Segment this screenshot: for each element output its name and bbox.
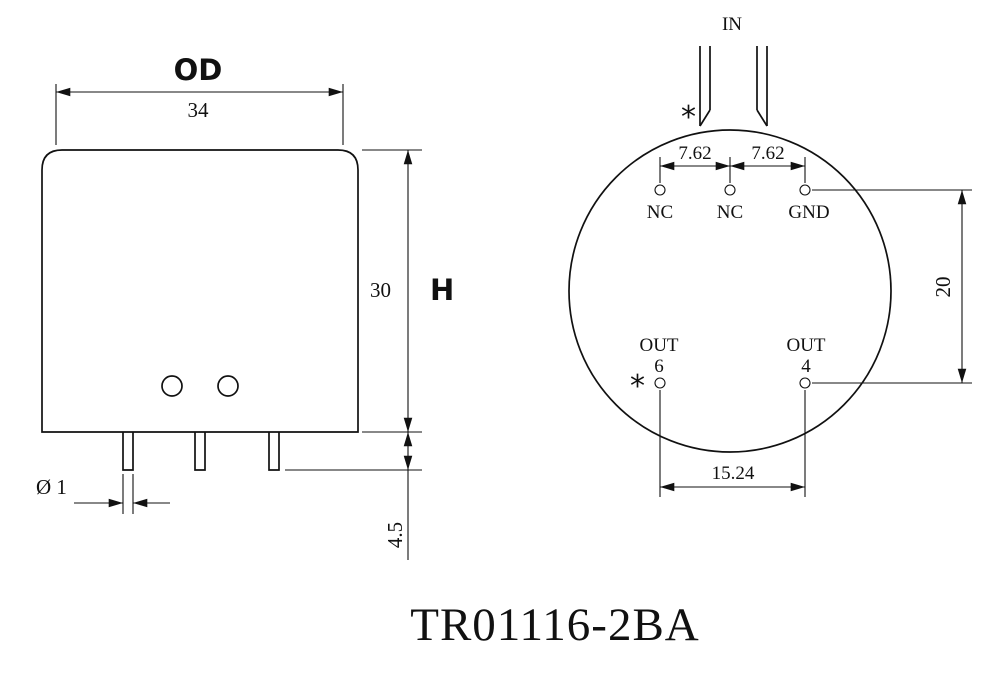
- height-value: 30: [370, 278, 391, 302]
- pin-hole-nc2: [724, 184, 736, 196]
- pin-hole-out6: [654, 377, 666, 389]
- pin-hole-nc1: [654, 184, 666, 196]
- bottom-view: IN * NC NC GND 7.62 7.62 OUT 6 OUT 4 *: [568, 14, 972, 497]
- out6-number: 6: [654, 356, 664, 377]
- body-hole-left: [161, 375, 183, 397]
- polarity-mark-out: *: [630, 369, 645, 404]
- width-value: 34: [188, 98, 210, 122]
- width-label: OD: [174, 53, 223, 87]
- in-label: IN: [722, 14, 742, 35]
- body-hole-right: [217, 375, 239, 397]
- pitch-right-value: 7.62: [751, 143, 784, 164]
- pin-middle: [194, 432, 206, 471]
- input-leads: [699, 46, 768, 127]
- side-view: OD 34 30 H Ø 1 4.5: [36, 53, 454, 560]
- height-dimension: 30 H: [362, 149, 454, 433]
- out-pitch-dimension: 15.24: [659, 390, 806, 497]
- top-pitch-dimension: 7.62 7.62: [659, 143, 806, 183]
- pin-nc2-label: NC: [717, 202, 743, 223]
- component-body-outline: [41, 149, 359, 433]
- out6-label: OUT: [639, 335, 678, 356]
- row-pitch-value: 20: [931, 277, 955, 298]
- pin-left: [122, 432, 134, 471]
- pin-hole-gnd: [799, 184, 811, 196]
- pin-right: [268, 432, 280, 471]
- pin-length-value: 4.5: [383, 522, 407, 548]
- pin-diameter-value: Ø 1: [36, 475, 67, 499]
- row-pitch-dimension: 20: [812, 189, 972, 384]
- pitch-left-value: 7.62: [678, 143, 711, 164]
- out4-number: 4: [801, 356, 811, 377]
- width-dimension: OD 34: [55, 53, 344, 145]
- pin-gnd-label: GND: [788, 202, 829, 223]
- height-label: H: [430, 273, 454, 307]
- out4-label: OUT: [786, 335, 825, 356]
- pin-nc1-label: NC: [647, 202, 673, 223]
- component-circle-outline: [568, 129, 892, 453]
- pin-hole-out4: [799, 377, 811, 389]
- part-number-title: TR01116-2BA: [410, 599, 700, 651]
- polarity-mark-top: *: [681, 100, 696, 135]
- pin-length-dimension: 4.5: [285, 432, 422, 560]
- pin-diameter-dimension: Ø 1: [36, 474, 170, 514]
- out-pitch-value: 15.24: [712, 463, 755, 484]
